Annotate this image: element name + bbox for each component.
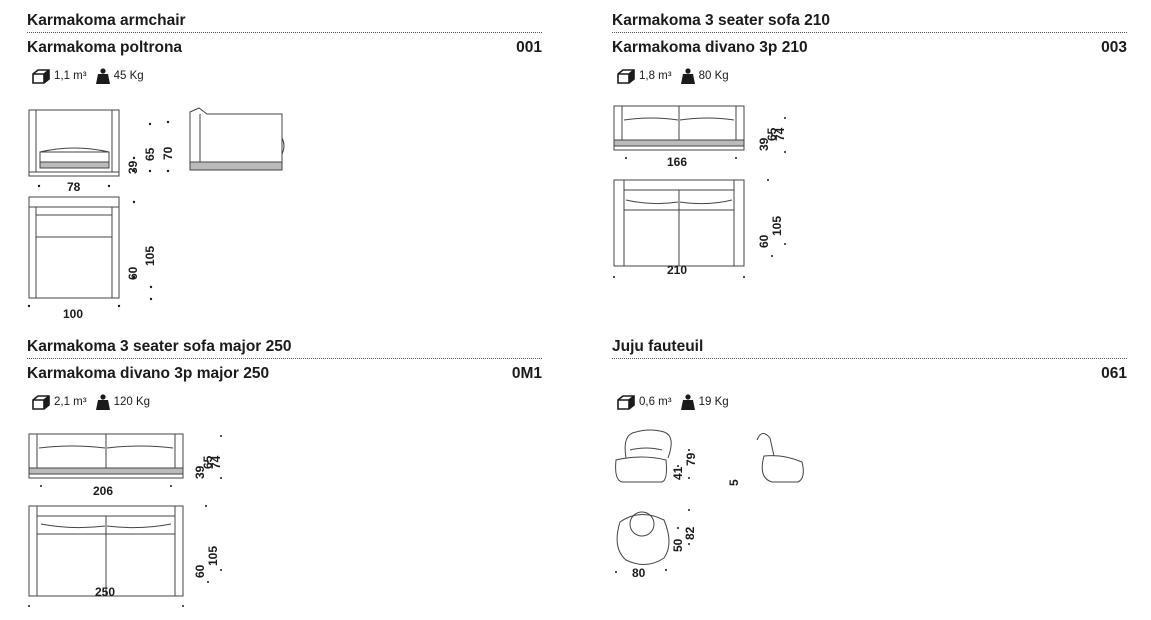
dim-depth: 105 <box>206 546 220 566</box>
product-title-it: Karmakoma divano 3p major 250 <box>27 365 270 382</box>
sofa-major-250-drawing: 206 250 39 65 74 60 105 <box>28 433 223 607</box>
product-code: 003 <box>1101 39 1127 56</box>
dim-back-height: 74 <box>209 455 223 469</box>
dim-width: 80 <box>632 566 646 580</box>
product-title-en: Karmakoma armchair <box>27 12 186 29</box>
product-specs: 2,1 m³ 120 Kg <box>32 394 159 410</box>
dim-seat-depth: 60 <box>757 234 771 248</box>
dim-side-mark: 5 <box>727 479 741 486</box>
dim-depth-side: 105 <box>143 246 157 266</box>
dim-arm-height: 65 <box>201 455 215 469</box>
weight-icon <box>95 68 110 84</box>
dim-width-top: 250 <box>95 585 115 599</box>
juju-fauteuil-drawing: 41 79 5 50 82 80 <box>615 429 804 580</box>
dim-seat-height: 39 <box>757 137 771 151</box>
product-title-en: Karmakoma 3 seater sofa 210 <box>612 12 830 29</box>
dim-width: 78 <box>67 180 81 194</box>
weight-icon <box>680 394 695 410</box>
weight-value: 45 Kg <box>113 70 144 82</box>
product-specs: 0,6 m³ 19 Kg <box>617 394 738 410</box>
dotted-divider <box>27 358 542 359</box>
product-code: 0M1 <box>511 365 542 382</box>
box-volume-icon <box>617 394 635 410</box>
dim-depth: 105 <box>770 216 784 236</box>
weight-value: 19 Kg <box>698 396 729 408</box>
dotted-divider <box>612 32 1127 33</box>
volume-value: 2,1 m³ <box>54 396 87 408</box>
volume-value: 1,8 m³ <box>639 70 672 82</box>
dim-seat-height: 41 <box>671 466 685 480</box>
weight-value: 120 Kg <box>113 396 151 408</box>
volume-value: 0,6 m³ <box>639 396 672 408</box>
dim-width-front: 166 <box>667 155 687 169</box>
product-code: 061 <box>1101 365 1127 382</box>
dim-depth: 100 <box>63 307 83 319</box>
weight-icon <box>680 68 695 84</box>
armchair-drawing: 78 100 39 65 70 60 105 <box>27 107 285 319</box>
box-volume-icon <box>617 68 635 84</box>
box-volume-icon <box>32 68 50 84</box>
dim-back-height: 74 <box>773 127 787 141</box>
dim-width-front: 206 <box>93 484 113 498</box>
product-specs: 1,1 m³ 45 Kg <box>32 68 153 84</box>
weight-icon <box>95 394 110 410</box>
dim-back-height: 79 <box>684 452 698 466</box>
dim-depth: 82 <box>683 526 697 540</box>
dim-seat-height: 39 <box>126 160 140 174</box>
product-specs: 1,8 m³ 80 Kg <box>617 68 738 84</box>
dim-seat-depth: 60 <box>126 266 140 280</box>
dim-seat-depth: 50 <box>671 538 685 552</box>
product-title-en: Karmakoma 3 seater sofa major 250 <box>27 338 292 355</box>
dim-back-height: 70 <box>161 146 175 160</box>
dim-arm-height: 65 <box>765 127 779 141</box>
volume-value: 1,1 m³ <box>54 70 87 82</box>
dim-seat-height: 39 <box>193 465 207 479</box>
product-code: 001 <box>516 39 542 56</box>
sofa-210-drawing: 166 210 39 65 74 60 105 <box>613 105 787 278</box>
product-title-it: Karmakoma divano 3p 210 <box>612 39 808 56</box>
product-title-it: Karmakoma poltrona <box>27 39 183 56</box>
dotted-divider <box>612 358 1127 359</box>
weight-value: 80 Kg <box>698 70 729 82</box>
dotted-divider <box>27 32 542 33</box>
dim-seat-depth: 60 <box>193 564 207 578</box>
product-title-en: Juju fauteuil <box>612 338 704 355</box>
dim-width-top: 210 <box>667 263 687 277</box>
dim-arm-height: 65 <box>143 147 157 161</box>
box-volume-icon <box>32 394 50 410</box>
